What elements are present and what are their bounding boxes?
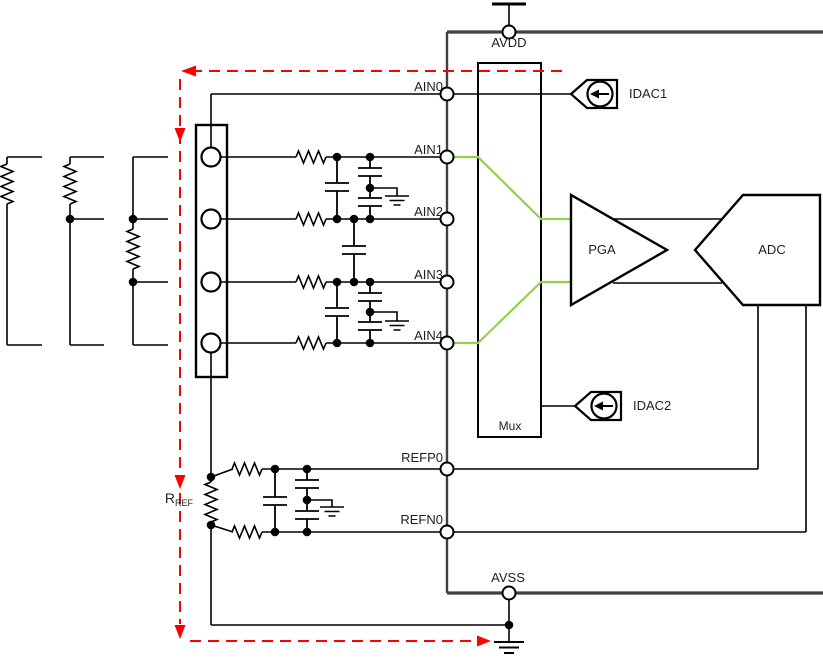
- rref-branch: [210, 343, 509, 626]
- pin-avss: [501, 585, 517, 601]
- arrow-down-icon: [174, 475, 186, 489]
- label-ain0: AIN0: [414, 79, 443, 94]
- junction-dots: [65, 152, 514, 630]
- label-refn0: REFN0: [400, 512, 443, 527]
- rtd-2wire: [0, 156, 42, 346]
- pga-amplifier: [569, 192, 670, 308]
- resistor-icon: [63, 163, 77, 205]
- ground-icon: [384, 195, 410, 206]
- cap-diff-ain3-ain4: [325, 282, 349, 343]
- label-idac1: IDAC1: [629, 86, 668, 101]
- resistor-icon: [295, 275, 327, 289]
- label-ain1: AIN1: [414, 142, 443, 157]
- pin-ain2: [439, 211, 455, 227]
- pin-refp0: [439, 461, 455, 477]
- terminal-block-connector: [194, 123, 229, 379]
- arrow-down-icon: [174, 625, 186, 639]
- pin-ain4: [439, 335, 455, 351]
- filter-capacitors: [263, 157, 382, 532]
- resistor-icon: [0, 163, 14, 205]
- resistor-icon: [295, 150, 327, 164]
- label-avdd: AVDD: [491, 35, 527, 50]
- cap-diff-ain2-ain3: [342, 219, 366, 282]
- connector-terminal: [200, 208, 222, 230]
- label-ain3: AIN3: [414, 267, 443, 282]
- pin-ain0: [439, 86, 455, 102]
- pin-terminals: [439, 24, 517, 601]
- connector-terminal: [200, 271, 222, 293]
- resistor-icon: [231, 462, 263, 476]
- cap-cm-refn: [295, 500, 319, 532]
- rref-main: R: [164, 490, 175, 506]
- pin-ain3: [439, 274, 455, 290]
- label-idac2: IDAC2: [633, 398, 672, 413]
- arrow-right-icon: [477, 635, 491, 647]
- adc-block: [693, 193, 822, 307]
- label-rref: RREF: [133, 491, 193, 510]
- idac2-current-source-icon: [573, 390, 623, 422]
- label-ain2: AIN2: [414, 204, 443, 219]
- route-ain1-pga: [447, 155, 571, 221]
- rtd-3wire: [63, 156, 104, 346]
- resistor-icon: [126, 228, 140, 270]
- arrow-left-icon: [181, 65, 196, 77]
- grounds: [307, 187, 524, 654]
- resistor-icon: [295, 212, 327, 226]
- label-adc: ADC: [758, 242, 786, 257]
- cap-cm-ain4: [358, 312, 382, 343]
- mux-block: [477, 62, 542, 438]
- rref-sub: REF: [175, 498, 193, 508]
- cap-cm-refp: [295, 469, 319, 500]
- cap-cm-ain3: [358, 282, 382, 312]
- excitation-current-path: [174, 65, 562, 647]
- route-ain4-pga: [447, 280, 571, 345]
- cap-cm-ain1: [358, 157, 382, 188]
- rtd-4wire: [126, 156, 168, 346]
- pin-refn0: [439, 524, 455, 540]
- cap-cm-ain2: [358, 188, 382, 219]
- label-avss: AVSS: [491, 570, 525, 585]
- pin-avdd: [501, 24, 517, 40]
- pin-ain1: [439, 149, 455, 165]
- connector-terminal: [200, 146, 222, 168]
- label-refp0: REFP0: [401, 450, 443, 465]
- cap-diff-ref: [263, 469, 287, 532]
- idac1-current-source-icon: [569, 78, 619, 110]
- resistor-icon: [231, 525, 263, 539]
- label-ain4: AIN4: [414, 328, 443, 343]
- resistor-icon: [295, 336, 327, 350]
- connector-terminal: [200, 332, 222, 354]
- rref-resistor-icon: [204, 481, 218, 523]
- arrow-down-icon: [174, 128, 186, 142]
- rtd-sensor-options: [0, 156, 168, 346]
- cap-diff-ain1-ain2: [325, 157, 349, 219]
- label-mux: Mux: [498, 419, 522, 433]
- main-ground-icon: [494, 641, 524, 654]
- mux-routing-green: [447, 155, 571, 345]
- ground-icon: [319, 506, 345, 517]
- label-pga: PGA: [588, 242, 616, 257]
